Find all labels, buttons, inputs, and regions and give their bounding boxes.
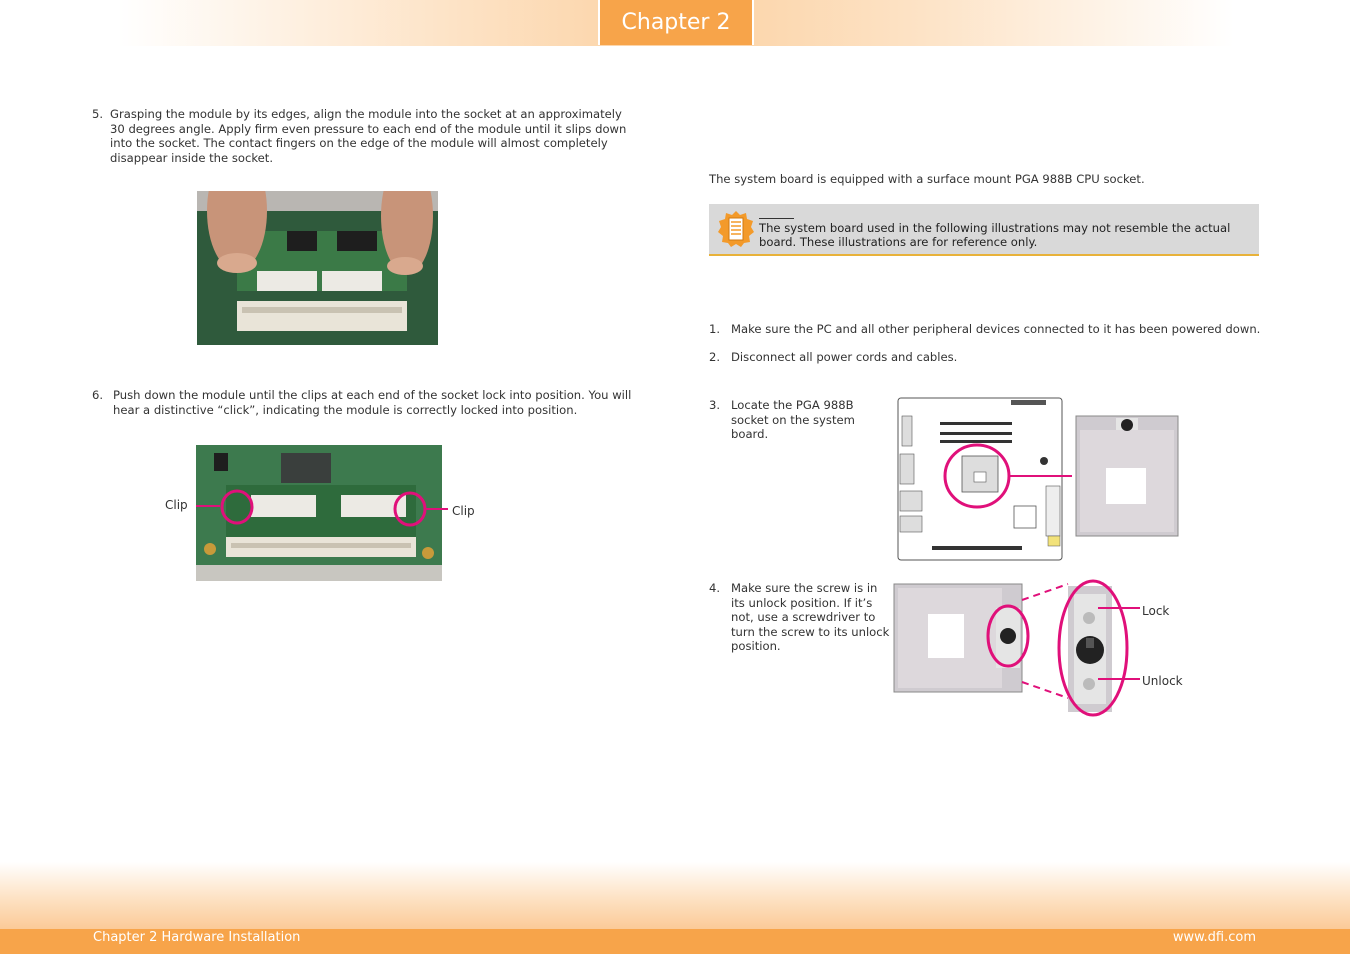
step-6-text: Push down the module until the clips at …	[113, 388, 632, 417]
board-diagram	[897, 397, 1179, 561]
clip-callouts	[196, 489, 448, 527]
step-2: 2. Disconnect all power cords and cables…	[709, 350, 1259, 365]
step-2-number: 2.	[709, 350, 721, 364]
step-3-number: 3.	[709, 398, 721, 412]
footer-bar	[0, 929, 1350, 954]
footer-chapter-title: Chapter 2 Hardware Installation	[93, 930, 301, 945]
step-1-text: Make sure the PC and all other periphera…	[731, 322, 1261, 336]
step-1: 1. Make sure the PC and all other periph…	[709, 322, 1269, 337]
socket-lock-diagram	[893, 579, 1140, 717]
note-title-rule	[759, 218, 794, 219]
step-4: 4. Make sure the screw is in its unlock …	[709, 581, 894, 654]
unlock-label: Unlock	[1142, 674, 1183, 688]
step-3: 3. Locate the PGA 988B socket on the sys…	[709, 398, 869, 442]
footer-band	[0, 862, 1350, 930]
chapter-tab: Chapter 2	[598, 0, 754, 45]
memory-insert-photo	[197, 191, 438, 345]
step-2-text: Disconnect all power cords and cables.	[731, 350, 958, 364]
step-3-text: Locate the PGA 988B socket on the system…	[731, 398, 855, 441]
step-4-text: Make sure the screw is in its unlock pos…	[731, 581, 890, 653]
clip-label-right: Clip	[452, 504, 475, 518]
cpu-intro: The system board is equipped with a surf…	[709, 172, 1145, 186]
step-4-number: 4.	[709, 581, 721, 595]
clip-label-left: Clip	[165, 498, 188, 512]
step-5-number: 5.	[92, 107, 104, 121]
step-5-text: Grasping the module by its edges, align …	[110, 107, 627, 165]
note-icon	[718, 211, 754, 247]
lock-label: Lock	[1142, 604, 1170, 618]
step-6: 6. Push down the module until the clips …	[92, 388, 640, 417]
note-box: The system board used in the following i…	[709, 204, 1259, 256]
step-6-number: 6.	[92, 388, 104, 402]
step-5: 5. Grasping the module by its edges, ali…	[92, 107, 640, 165]
step-1-number: 1.	[709, 322, 721, 336]
memory-locked-photo	[196, 445, 442, 581]
note-text: The system board used in the following i…	[759, 221, 1231, 249]
footer-website: www.dfi.com	[1172, 930, 1256, 945]
